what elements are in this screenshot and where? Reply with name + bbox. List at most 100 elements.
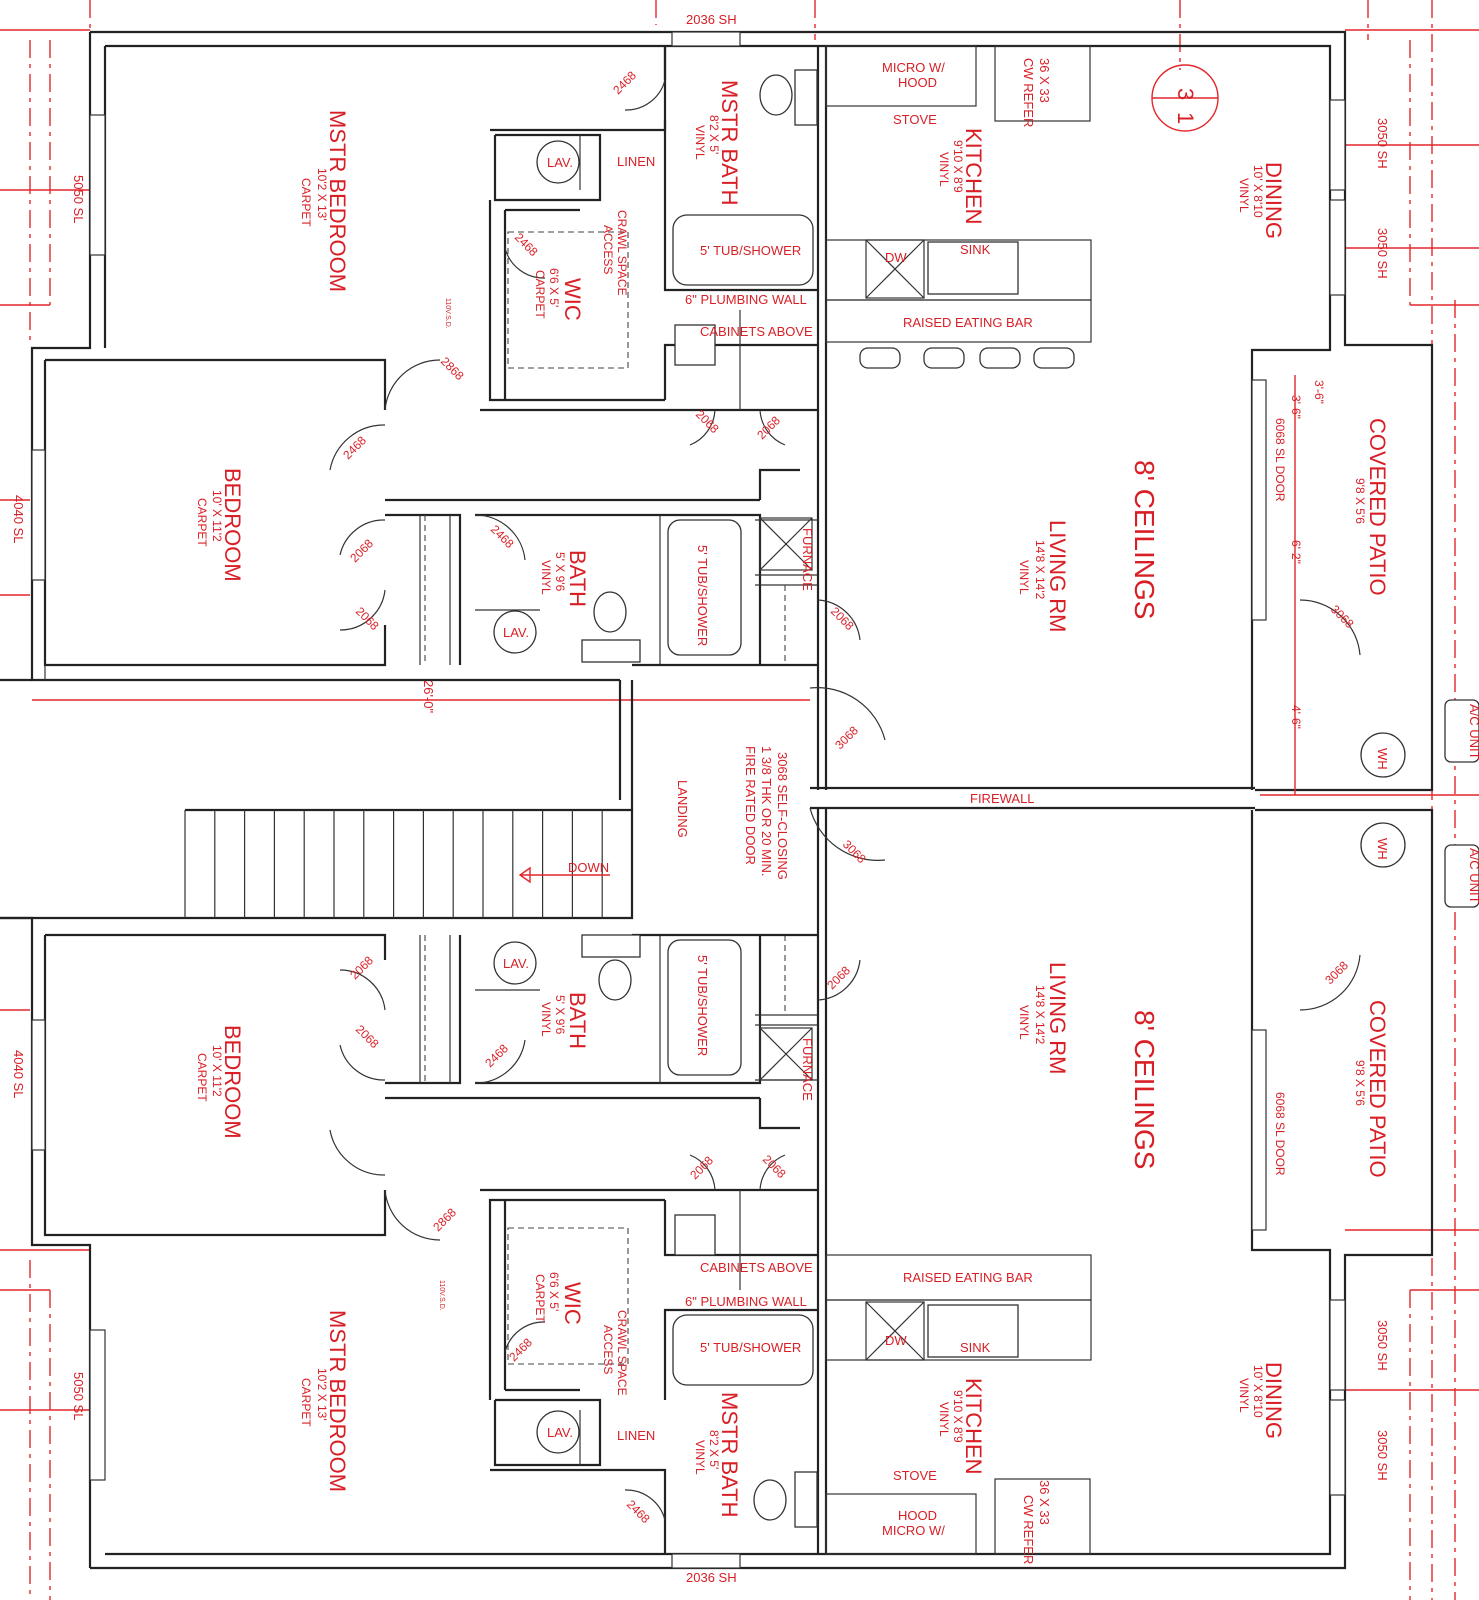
unit-b-dining-floor: VINYL	[1237, 1378, 1251, 1413]
unit-a-bedroom-label: BEDROOM	[220, 468, 245, 582]
door-tag-unit-a-entry: 3068	[832, 723, 861, 752]
unit-b-dining-size: 10' X 8'10	[1251, 1365, 1265, 1418]
unit-a-sink-label: SINK	[960, 242, 991, 257]
unit-b-sl-door-label: 6068 SL DOOR	[1273, 1092, 1287, 1176]
unit-b-bedroom-label: BEDROOM	[220, 1025, 245, 1139]
unit-b-bath-floor: VINYL	[539, 1002, 553, 1037]
unit-b-patio-label: COVERED PATIO	[1365, 1000, 1390, 1178]
unit-b-wic-size: 6'6 X 5'	[547, 1272, 561, 1311]
unit-a-mstr-bath-label: MSTR BATH	[717, 80, 742, 205]
unit-b-living-floor: VINYL	[1017, 1005, 1031, 1040]
unit-a-wic-floor: CARPET	[533, 270, 547, 319]
door-tag-mstr-bedroom-b: 2868	[430, 1205, 459, 1234]
unit-b-stove-label: STOVE	[893, 1468, 937, 1483]
unit-b-mstr-bath-label: MSTR BATH	[717, 1392, 742, 1517]
unit-b-smoke-detector: 110V.S.D.	[438, 1280, 445, 1311]
unit-a-refer-label: CW REFER	[1021, 58, 1036, 127]
fire-door-note-2: 1 3/8 THK OR 20 MIN.	[759, 746, 774, 877]
door-tag-closet-2: 2068	[353, 604, 382, 633]
unit-b-mstr-bedroom-label: MSTR BEDROOM	[325, 1310, 350, 1492]
unit-a-crawl-access: ACCESS	[601, 225, 615, 274]
unit-b-bath-label: BATH	[565, 992, 590, 1049]
unit-b-interior	[43, 933, 1092, 1555]
unit-a-dw-label: DW	[885, 250, 907, 265]
unit-b-micro-label: MICRO W/	[882, 1523, 945, 1538]
window-right-4-label: 3050 SH	[1375, 1430, 1390, 1481]
unit-b-lav-label: LAV.	[547, 1425, 573, 1440]
unit-b-mstr-bath-floor: VINYL	[693, 1440, 707, 1475]
unit-a-ac-label: A/C UNIT	[1467, 704, 1479, 760]
unit-b-bath-tub-label: 5' TUB/SHOWER	[695, 955, 710, 1056]
fixtures	[493, 64, 1479, 1528]
unit-a-bedroom-floor: CARPET	[195, 498, 209, 547]
unit-a-dining-floor: VINYL	[1237, 178, 1251, 213]
unit-b-kitchen-floor: VINYL	[937, 1402, 951, 1437]
fire-door-note-3: FIRE RATED DOOR	[743, 746, 758, 865]
dimension-3-6-a: 3'-6"	[1312, 380, 1326, 404]
section-sheet: 1	[1173, 112, 1198, 124]
window-left-1-label: 5050 SL	[71, 175, 86, 223]
unit-a-mstr-bath-size: 8'2 X 5'	[707, 115, 721, 154]
unit-b-cabinets-label: CABINETS ABOVE	[700, 1260, 813, 1275]
unit-a-wh-label: WH	[1375, 748, 1390, 770]
unit-b-refer-label: CW REFER	[1021, 1495, 1036, 1564]
door-tag-mstr-bath-b: 2468	[624, 1497, 653, 1526]
door-tag-furnace-b: 2068	[824, 963, 853, 992]
unit-a-dining-label: DINING	[1261, 162, 1286, 239]
unit-a-wic-label: WIC	[560, 278, 585, 321]
unit-a-sl-door-label: 6068 SL DOOR	[1273, 418, 1287, 502]
windows	[31, 31, 1346, 1569]
unit-a-bath-label: BATH	[565, 550, 590, 607]
unit-b-plumbing-wall: 6" PLUMBING WALL	[685, 1294, 807, 1309]
unit-b-crawl-access: ACCESS	[601, 1325, 615, 1374]
firewall-label: FIREWALL	[970, 791, 1035, 806]
unit-a-living-size: 14'8 X 14'2	[1033, 540, 1047, 600]
unit-a-linen-label: LINEN	[617, 154, 655, 169]
landing-label: LANDING	[675, 780, 690, 838]
unit-b-sink-label: SINK	[960, 1340, 991, 1355]
door-tag-mstr-bath: 2468	[610, 68, 639, 97]
unit-b-eating-bar-label: RAISED EATING BAR	[903, 1270, 1033, 1285]
dimension-26ft: 26'-0"	[421, 680, 436, 714]
unit-b-linen-label: LINEN	[617, 1428, 655, 1443]
unit-a-bath-size: 5' X 9'6	[553, 552, 567, 592]
unit-a-labels: MSTR BEDROOM 10'2 X 13' CARPET MSTR BATH…	[195, 58, 1479, 770]
unit-b-hood-label: HOOD	[898, 1508, 937, 1523]
door-tag-patio-a: 3068	[1328, 602, 1357, 631]
unit-b-crawl-label: CRAWL SPACE	[615, 1310, 629, 1396]
unit-a-smoke-detector: 110V.S.D.	[444, 298, 451, 329]
stair-down-label: DOWN	[568, 860, 609, 875]
unit-a-tub-label: 5' TUB/SHOWER	[700, 243, 801, 258]
unit-b-refer-size: 36 X 33	[1037, 1480, 1052, 1525]
unit-a-mstr-bedroom-label: MSTR BEDROOM	[325, 110, 350, 292]
unit-a-lav-label: LAV.	[547, 155, 573, 170]
unit-a-bath-floor: VINYL	[539, 560, 553, 595]
window-bottom-label: 2036 SH	[686, 1570, 737, 1585]
unit-a-refer-size: 36 X 33	[1037, 58, 1052, 103]
door-tag-bath: 2468	[488, 522, 517, 551]
fire-door-note-1: 3068 SELF-CLOSING	[775, 752, 790, 880]
window-right-1-label: 3050 SH	[1375, 118, 1390, 169]
door-labels: 2468 2468 2868 2468 2068 2068 2468 2068 …	[340, 68, 1357, 1526]
unit-a-cabinets-label: CABINETS ABOVE	[700, 324, 813, 339]
unit-a-mstr-bath-floor: VINYL	[693, 125, 707, 160]
unit-a-bedroom-size: 10' X 11'2	[210, 490, 224, 542]
unit-a-bath-tub-label: 5' TUB/SHOWER	[695, 545, 710, 646]
window-right-2-label: 3050 SH	[1375, 228, 1390, 279]
unit-a-living-label: LIVING RM	[1045, 520, 1070, 632]
unit-a-kitchen-size: 9'10 X 8'9	[951, 140, 965, 193]
unit-a-bath-lav-label: LAV.	[503, 625, 529, 640]
unit-b-patio-size: 9'8 X 5'6	[1353, 1060, 1367, 1106]
unit-b-mstr-bedroom-floor: CARPET	[299, 1378, 313, 1427]
door-tag-closet-3: 2068	[347, 953, 376, 982]
unit-b-furnace-label: FURNACE	[800, 1038, 815, 1101]
door-tag-mstr-bedroom: 2868	[438, 354, 467, 383]
unit-a-kitchen-floor: VINYL	[937, 152, 951, 187]
unit-b-bedroom-floor: CARPET	[195, 1053, 209, 1102]
unit-b-bath-lav-label: LAV.	[503, 956, 529, 971]
unit-b-kitchen-label: KITCHEN	[961, 1378, 986, 1475]
window-right-3-label: 3050 SH	[1375, 1320, 1390, 1371]
unit-b-living-label: LIVING RM	[1045, 962, 1070, 1074]
unit-a-hood-label: HOOD	[898, 75, 937, 90]
